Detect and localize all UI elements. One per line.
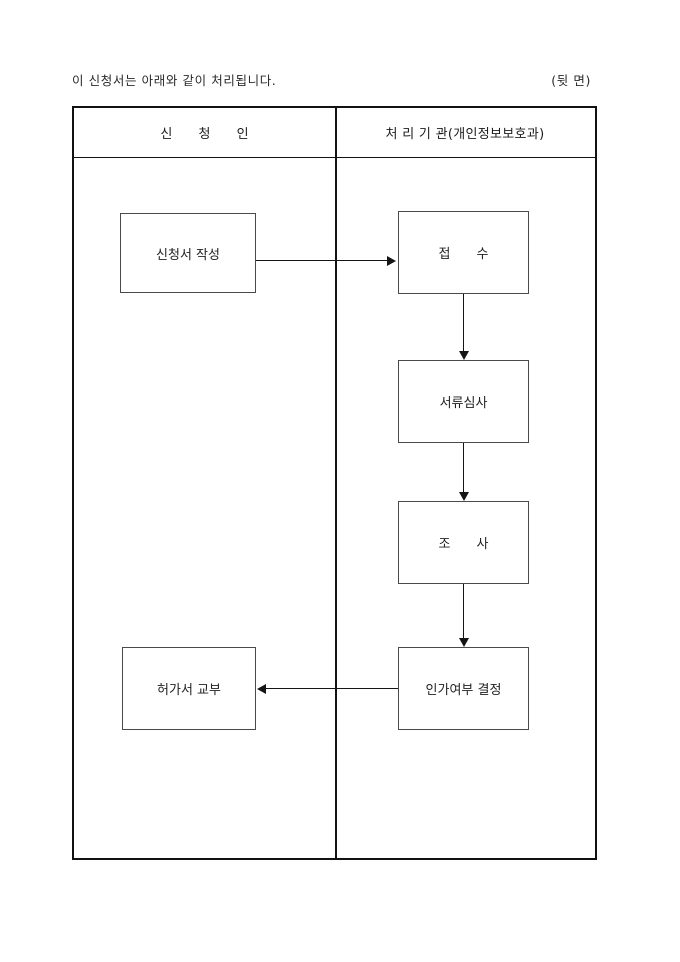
- table-header-row: 신 청 인 처 리 기 관(개인정보보호과): [74, 108, 595, 158]
- arrow-down-icon: [459, 638, 469, 647]
- column-header-processing-agency: 처 리 기 관(개인정보보호과): [385, 127, 545, 142]
- flow-node-apply: 신청서 작성: [120, 213, 256, 293]
- arrow-right-icon: [387, 256, 396, 266]
- arrow-down-icon: [459, 351, 469, 360]
- connector-decide-to-issue: [266, 688, 398, 690]
- flow-node-decide: 인가여부 결정: [398, 647, 529, 730]
- process-flow-table: 신 청 인 처 리 기 관(개인정보보호과) 신청서 작성 접 수 서류심사 조…: [72, 106, 597, 860]
- page-marker-text: (뒷 면): [551, 72, 591, 88]
- arrow-left-icon: [257, 684, 266, 694]
- flow-node-issue: 허가서 교부: [122, 647, 256, 730]
- column-header-applicant: 신 청 인: [160, 127, 260, 142]
- connector-review-to-survey: [463, 443, 465, 493]
- flowchart-area: 신청서 작성 접 수 서류심사 조 사 인가여부 결정 허가서 교부: [74, 158, 595, 860]
- arrow-down-icon: [459, 492, 469, 501]
- document-header: 이 신청서는 아래와 같이 처리됩니다. (뒷 면): [72, 68, 597, 90]
- flow-node-review: 서류심사: [398, 360, 529, 443]
- connector-survey-to-decide: [463, 584, 465, 639]
- flow-node-survey: 조 사: [398, 501, 529, 584]
- connector-receive-to-review: [463, 294, 465, 352]
- column-divider: [335, 108, 337, 858]
- header-note-text: 이 신청서는 아래와 같이 처리됩니다.: [72, 72, 277, 88]
- connector-apply-to-receive: [256, 260, 389, 262]
- flow-node-receive: 접 수: [398, 211, 529, 294]
